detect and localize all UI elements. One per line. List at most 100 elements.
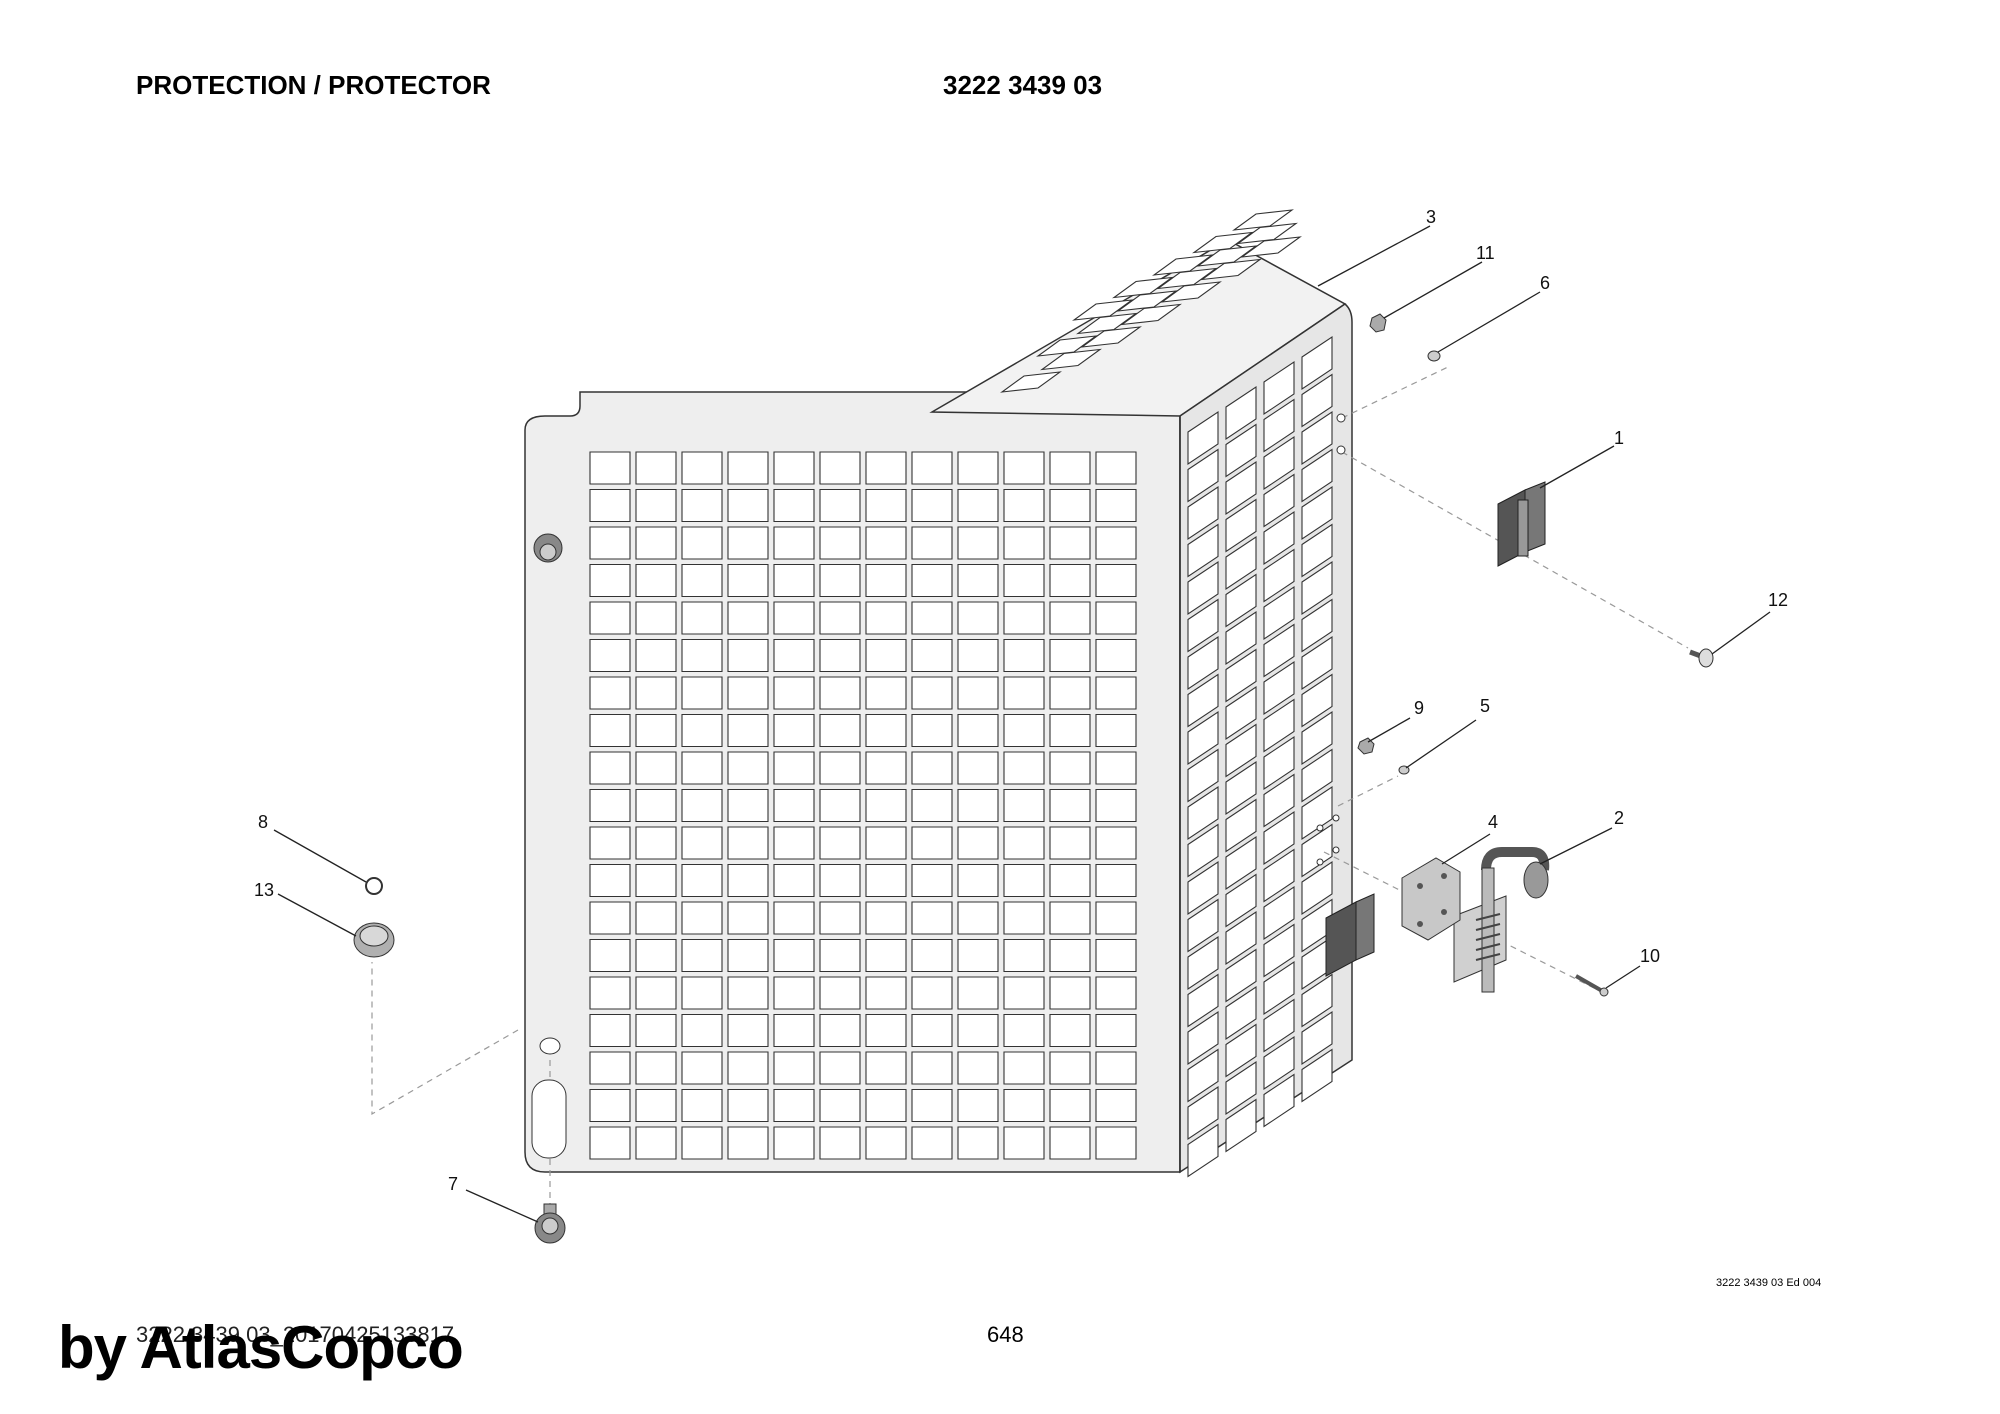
mesh-cell	[635, 901, 677, 935]
mesh-cell	[957, 1088, 999, 1123]
mesh-cell	[1301, 860, 1333, 916]
mesh-cell	[1049, 1126, 1091, 1160]
mesh-cell	[865, 563, 907, 598]
mesh-cell	[1049, 601, 1091, 635]
mesh-cell	[1263, 810, 1295, 866]
mesh-cell	[911, 826, 953, 860]
mesh-cell	[911, 526, 953, 560]
mesh-cell	[773, 676, 815, 710]
mesh-cell	[1003, 526, 1045, 560]
mesh-cell	[1049, 563, 1091, 598]
mesh-cell	[727, 1126, 769, 1160]
mesh-cell	[1195, 245, 1259, 267]
mesh-cell	[1095, 976, 1137, 1010]
mesh-cell	[1187, 973, 1219, 1028]
mesh-cell	[957, 1013, 999, 1048]
mesh-cell	[1079, 326, 1143, 348]
mesh-cell	[911, 1013, 953, 1048]
mesh-cell	[1187, 710, 1219, 766]
callout-3: 3	[1426, 207, 1436, 227]
mesh-cell	[727, 451, 769, 485]
hinge-upper-part	[1497, 481, 1546, 567]
mesh-cell	[1301, 823, 1333, 878]
mesh-cell	[1115, 290, 1179, 312]
mesh-cell	[773, 638, 815, 673]
mesh-cell	[773, 863, 815, 898]
mesh-cell	[681, 901, 723, 935]
mesh-cell	[589, 1013, 631, 1048]
nut-9-part	[1357, 737, 1375, 755]
mesh-cell	[773, 1126, 815, 1160]
mesh-cell	[773, 488, 815, 523]
edition-label: 3222 3439 03 Ed 004	[1716, 1277, 1822, 1289]
mesh-cell	[1301, 673, 1333, 728]
mesh-cell	[1187, 823, 1219, 878]
mesh-cell	[819, 1088, 861, 1123]
mesh-cell	[727, 1013, 769, 1048]
mesh-cell	[865, 638, 907, 673]
mesh-cell	[911, 638, 953, 673]
mesh-cell	[1301, 448, 1333, 503]
mesh-cell	[773, 788, 815, 823]
mesh-cell	[1095, 1088, 1137, 1123]
mesh-cell	[957, 1126, 999, 1160]
mesh-cell	[1301, 635, 1333, 691]
mesh-cell	[1263, 360, 1295, 416]
mesh-cell	[1049, 1088, 1091, 1123]
mesh-cell	[635, 826, 677, 860]
mesh-cell	[911, 601, 953, 635]
callout-5: 5	[1480, 696, 1490, 716]
mesh-cell	[589, 826, 631, 860]
mesh-cell	[1225, 873, 1257, 928]
mesh-cell	[1263, 998, 1295, 1053]
mesh-cell	[727, 863, 769, 898]
mesh-cell	[819, 1051, 861, 1085]
callout-13: 13	[254, 880, 274, 900]
mesh-cell	[911, 676, 953, 710]
mesh-cell	[1191, 231, 1255, 254]
mesh-cell	[1095, 451, 1137, 485]
mesh-cell	[1095, 638, 1137, 673]
mesh-cell	[681, 863, 723, 898]
mesh-cell	[1049, 826, 1091, 860]
callout-8: 8	[258, 812, 268, 832]
mesh-cell	[681, 563, 723, 598]
mesh-cell	[681, 676, 723, 710]
mesh-cell	[1187, 898, 1219, 953]
spring-latch-part	[1453, 847, 1550, 993]
mesh-cell	[865, 1126, 907, 1160]
mesh-cell	[865, 1051, 907, 1085]
mesh-cell	[1155, 267, 1219, 290]
mesh-cell	[1003, 1013, 1045, 1048]
mesh-cell	[681, 976, 723, 1010]
mesh-cell	[819, 938, 861, 973]
mesh-cell	[1301, 485, 1333, 541]
mesh-cell	[865, 526, 907, 560]
mesh-cell	[1049, 938, 1091, 973]
mesh-cell	[773, 1051, 815, 1085]
mesh-cell	[1095, 1126, 1137, 1160]
mesh-cell	[865, 1013, 907, 1048]
mesh-cell	[819, 826, 861, 860]
side-mesh-grid	[1187, 335, 1333, 1178]
mesh-cell	[819, 1126, 861, 1160]
mesh-cell	[1049, 901, 1091, 935]
mesh-cell	[1301, 748, 1333, 803]
mesh-cell	[1187, 1085, 1219, 1141]
mesh-cell	[589, 1051, 631, 1085]
mesh-cell	[681, 526, 723, 560]
mesh-cell	[1263, 923, 1295, 978]
mesh-cell	[1263, 735, 1295, 791]
mesh-cell	[1263, 660, 1295, 716]
mesh-cell	[911, 938, 953, 973]
part-number: 3222 3439 03	[943, 70, 1103, 100]
mesh-cell	[1095, 863, 1137, 898]
callout-4: 4	[1488, 812, 1498, 832]
mesh-cell	[589, 601, 631, 635]
mesh-cell	[957, 601, 999, 635]
mesh-cell	[635, 526, 677, 560]
mesh-cell	[957, 826, 999, 860]
mesh-cell	[635, 976, 677, 1010]
mesh-cell	[1039, 348, 1103, 371]
mesh-cell	[1301, 1010, 1333, 1066]
